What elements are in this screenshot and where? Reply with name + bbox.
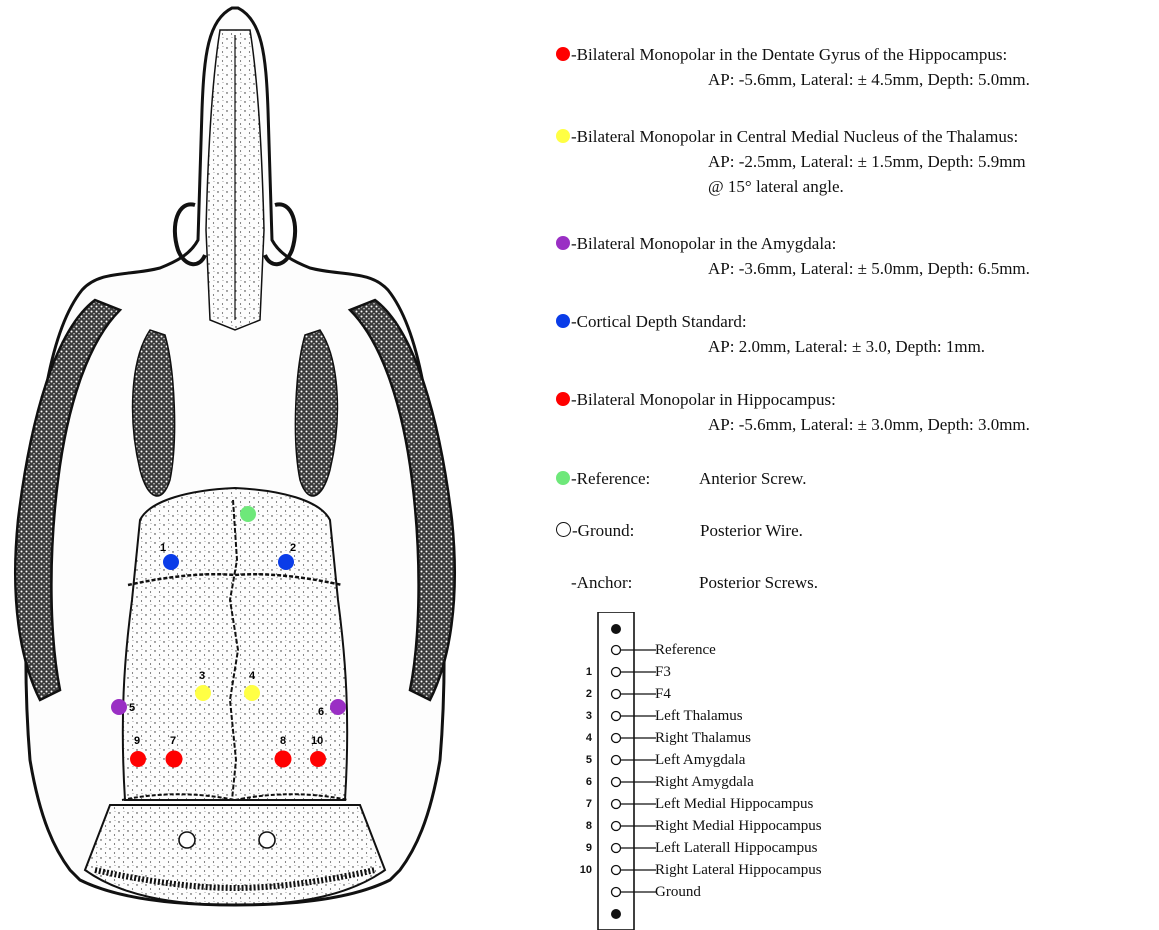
purple-dot-icon (556, 236, 570, 250)
legend-coordinates: AP: -3.6mm, Lateral: ± 5.0mm, Depth: 6.5… (556, 256, 1030, 281)
electrode-2-marker (278, 554, 294, 570)
connector-pin-number: 3 (560, 707, 592, 725)
connector-pin-label: Left Medial Hippocampus (655, 795, 813, 813)
pair-label: -Anchor: (571, 570, 699, 595)
connector-pin-icon (612, 712, 621, 721)
connector-pin-number: 6 (560, 773, 592, 791)
legend-coordinates: AP: -5.6mm, Lateral: ± 3.0mm, Depth: 3.0… (556, 412, 1030, 437)
legend-entry-thalamus: -Bilateral Monopolar in Central Medial N… (556, 124, 1026, 199)
electrode-10-marker (310, 751, 326, 767)
connector-pin-label: F4 (655, 685, 671, 703)
electrode-6-marker (330, 699, 346, 715)
legend-title: -Bilateral Monopolar in Central Medial N… (571, 127, 1018, 146)
connector-pin-label: F3 (655, 663, 671, 681)
connector-pin-icon (612, 756, 621, 765)
legend-title: -Cortical Depth Standard: (571, 312, 747, 331)
connector-end-pin-top (611, 624, 621, 634)
legend-entry-ground: -Ground:Posterior Wire. (556, 518, 803, 543)
red-dot-icon (556, 47, 570, 61)
connector-pin-label: Right Lateral Hippocampus (655, 861, 822, 879)
connector-pin-number: 1 (560, 663, 592, 681)
electrode-5-marker (111, 699, 127, 715)
electrode-2-label: 2 (290, 542, 296, 554)
connector-pin-number: 10 (560, 861, 592, 879)
connector-pin-icon (612, 734, 621, 743)
connector-pin-label: Right Thalamus (655, 729, 751, 747)
blue-dot-icon (556, 314, 570, 328)
electrode-3-marker (195, 685, 211, 701)
ground-wire-marker-right (259, 832, 275, 848)
connector-pinout: ReferenceF3 1F4 2Left Thalamus 3Right Thala… (560, 612, 920, 930)
legend-entry-cortical-depth: -Cortical Depth Standard: AP: 2.0mm, Lat… (556, 309, 985, 359)
electrode-7-marker (166, 751, 183, 768)
connector-pin-number: 7 (560, 795, 592, 813)
electrode-3-label: 3 (199, 670, 205, 682)
connector-pin-icon (612, 866, 621, 875)
reference-screw-marker (240, 506, 256, 522)
pair-label: -Ground: (572, 518, 700, 543)
connector-pin-icon (612, 778, 621, 787)
connector-pin-number: 9 (560, 839, 592, 857)
electrode-4-marker (244, 685, 260, 701)
legend-title: -Bilateral Monopolar in the Dentate Gyru… (571, 45, 1007, 64)
legend-title: -Bilateral Monopolar in Hippocampus: (571, 390, 836, 409)
connector-pin-label: Left Amygdala (655, 751, 745, 769)
legend-entry-hippocampus: -Bilateral Monopolar in Hippocampus: AP:… (556, 387, 1030, 437)
electrode-9-label: 9 (134, 735, 140, 747)
electrode-4-label: 4 (249, 670, 256, 682)
pair-label: -Reference: (571, 466, 699, 491)
electrode-8-marker (275, 751, 292, 768)
green-dot-icon (556, 471, 570, 485)
legend-entry-amygdala: -Bilateral Monopolar in the Amygdala: AP… (556, 231, 1030, 281)
connector-pin-number: 4 (560, 729, 592, 747)
electrode-9-marker (130, 751, 146, 767)
pair-value: Anterior Screw. (699, 469, 806, 488)
connector-pin-icon (612, 646, 621, 655)
connector-pin-icon (612, 690, 621, 699)
legend-angle: @ 15° lateral angle. (556, 174, 1026, 199)
connector-pin-number: 8 (560, 817, 592, 835)
connector-pin-label: Ground (655, 883, 701, 901)
electrode-6-label: 6 (318, 706, 324, 718)
pair-value: Posterior Screws. (699, 573, 818, 592)
electrode-1-marker (163, 554, 179, 570)
red-dot-icon (556, 392, 570, 406)
electrode-1-label: 1 (160, 542, 166, 554)
hollow-circle-icon (556, 522, 571, 537)
connector-body (560, 612, 660, 930)
legend-coordinates: AP: 2.0mm, Lateral: ± 3.0, Depth: 1mm. (556, 334, 985, 359)
legend-entry-reference: -Reference:Anterior Screw. (556, 466, 806, 491)
legend-coordinates: AP: -2.5mm, Lateral: ± 1.5mm, Depth: 5.9… (556, 149, 1026, 174)
legend-coordinates: AP: -5.6mm, Lateral: ± 4.5mm, Depth: 5.0… (556, 67, 1030, 92)
connector-pin-label: Right Medial Hippocampus (655, 817, 822, 835)
connector-pin-icon (612, 822, 621, 831)
connector-pin-icon (612, 844, 621, 853)
skull-diagram: 1 2 3 4 5 6 7 8 9 10 (0, 0, 470, 930)
legend-title: -Bilateral Monopolar in the Amygdala: (571, 234, 836, 253)
electrode-10-label: 10 (311, 735, 323, 747)
electrode-8-label: 8 (280, 735, 286, 747)
connector-pin-number: 2 (560, 685, 592, 703)
connector-pin-label: Left Laterall Hippocampus (655, 839, 817, 857)
connector-pin-label: Right Amygdala (655, 773, 754, 791)
connector-pin-label: Left Thalamus (655, 707, 743, 725)
electrode-5-label: 5 (129, 702, 135, 714)
electrode-7-label: 7 (170, 735, 176, 747)
connector-pin-label: Reference (655, 641, 716, 659)
connector-pin-number: 5 (560, 751, 592, 769)
yellow-dot-icon (556, 129, 570, 143)
pair-value: Posterior Wire. (700, 521, 803, 540)
blank-dot-spacer (556, 575, 570, 589)
connector-pin-icon (612, 668, 621, 677)
legend-entry-anchor: -Anchor:Posterior Screws. (556, 570, 818, 595)
connector-pin-icon (612, 800, 621, 809)
legend-entry-dentate-gyrus: -Bilateral Monopolar in the Dentate Gyru… (556, 42, 1030, 92)
connector-pin-icon (612, 888, 621, 897)
ground-wire-marker-left (179, 832, 195, 848)
connector-end-pin-bottom (611, 909, 621, 919)
